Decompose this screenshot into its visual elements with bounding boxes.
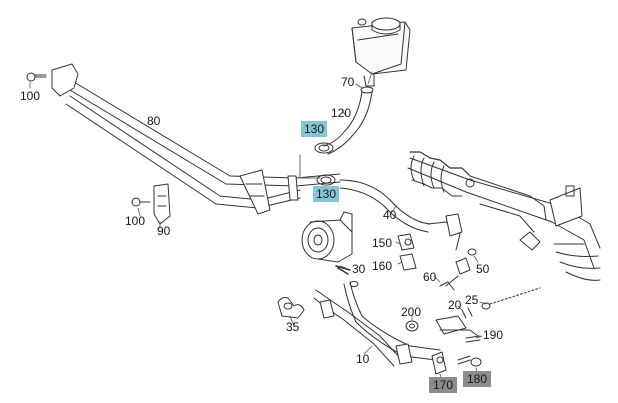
part-label-10[interactable]: 10 [356, 352, 370, 366]
part-label-70[interactable]: 70 [341, 75, 355, 89]
part-label-150[interactable]: 150 [372, 236, 393, 250]
pressure-hose-drawing [339, 179, 463, 251]
leader-lines [29, 71, 487, 381]
part-label-100[interactable]: 100 [20, 89, 41, 103]
part-label-40[interactable]: 40 [383, 208, 397, 222]
part-label-200[interactable]: 200 [401, 305, 422, 319]
part-label-30[interactable]: 30 [352, 262, 366, 276]
part-label-130-lower[interactable]: 130 [313, 186, 340, 202]
part-label-50[interactable]: 50 [476, 262, 490, 276]
part-label-160[interactable]: 160 [372, 259, 393, 273]
part-label-120[interactable]: 120 [331, 106, 352, 120]
clamp-130-drawing [299, 142, 336, 186]
bolt-100a-drawing [26, 72, 47, 82]
bolts-170-180-190-drawing [431, 335, 482, 375]
part-label-190[interactable]: 190 [483, 328, 504, 342]
part-label-35[interactable]: 35 [286, 320, 300, 334]
pump-drawing [301, 211, 353, 275]
part-label-90[interactable]: 90 [157, 224, 171, 238]
part-label-100-lower[interactable]: 100 [125, 214, 146, 228]
part-label-25[interactable]: 25 [465, 293, 479, 307]
part-label-80[interactable]: 80 [147, 114, 161, 128]
washer-200-drawing [405, 320, 419, 332]
feed-hose-drawing [313, 281, 479, 367]
part-label-180[interactable]: 180 [463, 371, 492, 387]
clamp-35-drawing [277, 297, 305, 319]
part-label-60[interactable]: 60 [423, 270, 437, 284]
part-label-130-upper[interactable]: 130 [301, 121, 328, 137]
reservoir-drawing [351, 17, 411, 87]
part-label-170[interactable]: 170 [429, 377, 458, 393]
bracket-150-160-drawing [397, 233, 417, 271]
steering-gear-drawing [407, 151, 601, 281]
bracket-90-drawing [131, 183, 171, 225]
pipe-assembly-drawing [51, 63, 341, 215]
bolt-60-drawing [439, 248, 477, 291]
return-hose-drawing [323, 86, 374, 155]
seal-20-25-drawing [461, 287, 541, 319]
part-label-20[interactable]: 20 [448, 298, 462, 312]
